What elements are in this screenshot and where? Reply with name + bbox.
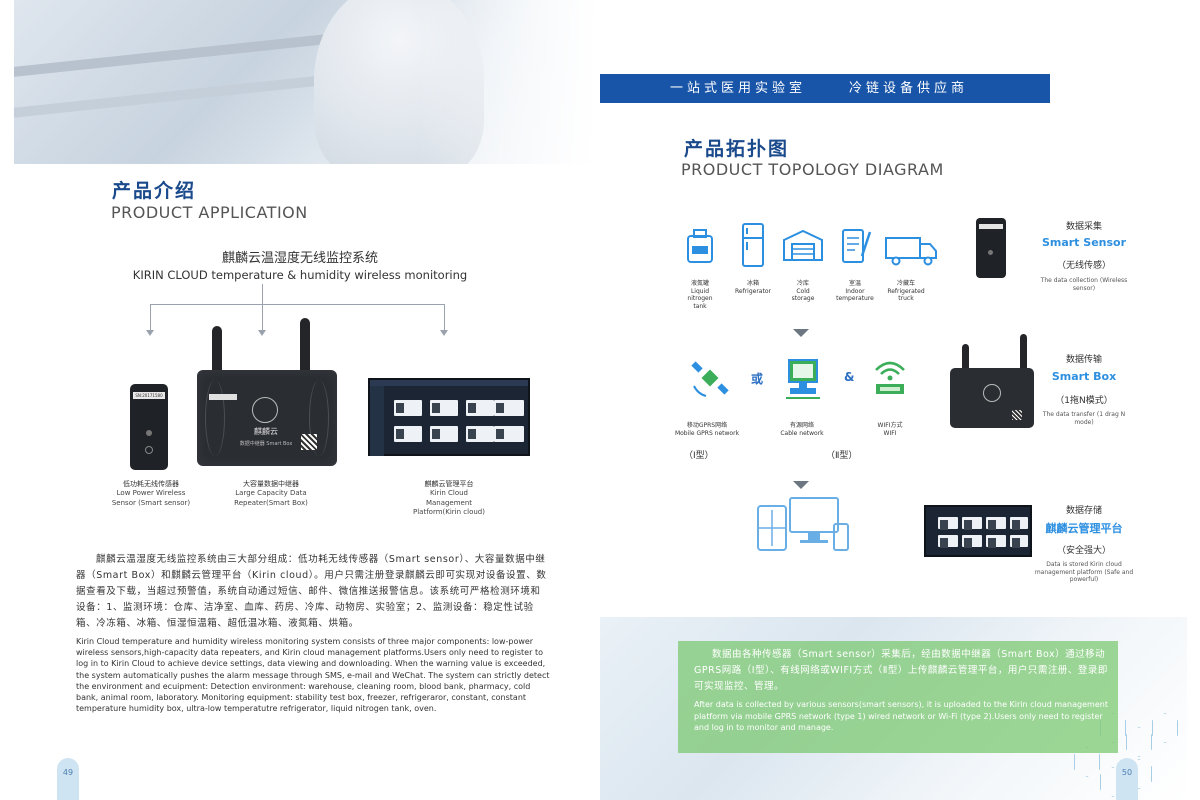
topology-title-en: PRODUCT TOPOLOGY DIAGRAM	[681, 160, 944, 179]
network-label: WIFI方式 WIFI	[877, 422, 903, 437]
device-label: 大容量数据中继器 Large Capacity Data Repeater(Sm…	[234, 480, 308, 507]
network-label: 移动GPRS网络 Mobile GPRS network	[674, 422, 740, 437]
header-banner: 一站式医用实验室 冷链设备供应商	[600, 74, 1050, 103]
refrigerator-icon	[742, 223, 764, 267]
multi-device-icon	[757, 497, 849, 551]
topology-title-cn: 产品拓扑图	[684, 138, 790, 160]
type-2-label: （Ⅱ型）	[826, 451, 858, 461]
kirin-logo-icon	[252, 397, 278, 423]
cold-storage-icon	[783, 229, 823, 261]
section-storage-en: Data is stored Kirin cloud management pl…	[1034, 561, 1134, 583]
network-label: 有源网络 Cable network	[780, 422, 824, 437]
section-transfer-cn: 数据传输	[1065, 355, 1102, 365]
kirin-logo-icon	[983, 384, 1001, 402]
page-number: 50	[1116, 758, 1138, 800]
smart-box-device: 麒麟云 数据中继器 Smart Box	[197, 370, 337, 466]
summary-en: After data is collected by various senso…	[694, 700, 1108, 732]
qr-code-icon	[1012, 410, 1022, 420]
section-title-en: PRODUCT APPLICATION	[111, 203, 308, 222]
smart-sensor-device	[976, 218, 1006, 278]
sensor-serial: SN:20171580	[133, 392, 165, 399]
system-title-en: KIRIN CLOUD temperature & humidity wirel…	[132, 268, 468, 282]
system-title-cn: 麒麟云温湿度无线监控系统	[221, 251, 378, 266]
summary-cn: 数据由各种传感器（Smart sensor）采集后，经由数据中继器（Smart …	[694, 649, 1108, 692]
description-cn: 麒麟云温湿度无线监控系统由三大部分组成：低功耗无线传感器（Smart senso…	[76, 554, 547, 629]
description-en: Kirin Cloud temperature and humidity wir…	[76, 637, 550, 714]
kirin-cloud-screen	[368, 378, 530, 456]
flow-arrow-icon	[793, 481, 809, 489]
collection-item-label: 室温 Indoor temperature	[836, 280, 874, 302]
box-brand: 麒麟云	[254, 427, 278, 436]
qr-code-icon	[301, 434, 317, 450]
section-storage-name: 麒麟云管理平台	[1045, 522, 1123, 535]
box-model: 数据中继器 Smart Box	[239, 441, 293, 447]
and-symbol: &	[844, 370, 855, 384]
section-title-cn: 产品介绍	[112, 180, 197, 202]
page-number: 49	[57, 758, 79, 800]
antenna-icon	[300, 318, 310, 384]
collection-item-label: 冷藏车 Refrigerated truck	[887, 280, 925, 302]
liquid-nitrogen-tank-icon	[687, 229, 713, 263]
bottom-photo-band: 数据由各种传感器（Smart sensor）采集后，经由数据中继器（Smart …	[600, 617, 1187, 800]
indoor-temperature-icon	[842, 229, 872, 263]
section-collect-name: Smart Sensor	[1041, 236, 1127, 249]
type-1-label: （Ⅰ型）	[684, 451, 714, 461]
antenna-icon	[1020, 334, 1027, 378]
section-transfer-name: Smart Box	[1051, 370, 1117, 383]
section-transfer-paren: （1拖N模式）	[1055, 396, 1113, 406]
or-symbol: 或	[751, 372, 764, 386]
smart-box-device	[950, 368, 1034, 428]
device-label: 低功耗无线传感器 Low Power Wireless Sensor (Smar…	[111, 480, 191, 507]
section-collect-cn: 数据采集	[1065, 222, 1102, 232]
banner-text-1: 一站式医用实验室	[670, 81, 807, 96]
collection-item-label: 冷库 Cold storage	[791, 280, 815, 302]
summary-panel: 数据由各种传感器（Smart sensor）采集后，经由数据中继器（Smart …	[678, 641, 1118, 753]
left-page: 产品介绍 PRODUCT APPLICATION 麒麟云温湿度无线监控系统 KI…	[14, 0, 598, 800]
collection-item-label: 液氮罐 Liquid nitrogen tank	[687, 280, 713, 310]
flow-arrow-icon	[793, 329, 809, 337]
right-page: 一站式医用实验室 冷链设备供应商 产品拓扑图 PRODUCT TOPOLOGY …	[600, 0, 1200, 800]
phone-serial	[979, 224, 1003, 229]
lab-hero-photo	[14, 0, 598, 164]
satellite-icon	[691, 361, 729, 397]
kirin-cloud-screen	[924, 505, 1032, 557]
wifi-router-icon	[875, 361, 905, 394]
device-label: 麒麟云管理平台 Kirin Cloud Management Platform(…	[413, 480, 485, 517]
smart-sensor-device: SN:20171580	[130, 384, 168, 470]
section-collect-paren: （无线传感）	[1056, 261, 1111, 271]
section-transfer-en: The data transfer (1 drag N mode)	[1042, 411, 1126, 426]
section-storage-paren: （安全强大）	[1056, 546, 1111, 556]
collection-item-label: 冰箱 Refrigerator	[735, 280, 771, 295]
antenna-icon	[212, 326, 222, 392]
banner-text-2: 冷链设备供应商	[849, 81, 969, 96]
antenna-icon	[962, 344, 969, 378]
section-collect-en: The data collection (Wireless sensor)	[1040, 277, 1128, 292]
section-storage-cn: 数据存储	[1065, 506, 1102, 516]
refrigerated-truck-icon	[885, 237, 937, 266]
desktop-computer-icon	[786, 359, 820, 399]
